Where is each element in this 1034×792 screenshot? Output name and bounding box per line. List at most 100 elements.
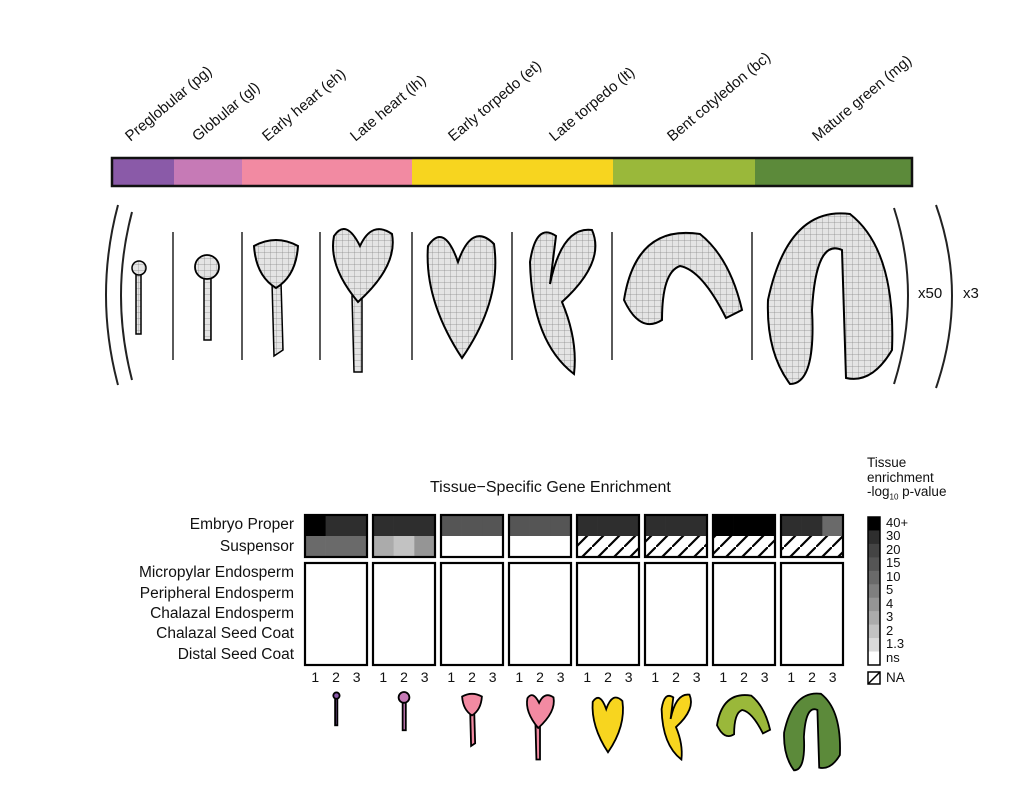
legend-level-label: 20 xyxy=(886,541,901,557)
heatmap-cell-lh-r2-c2 xyxy=(529,563,551,584)
heatmap-cell-eh-r4-c3 xyxy=(482,603,504,625)
heatmap-cell-et-r2-c1 xyxy=(577,563,598,584)
colorbar-seg-bc xyxy=(613,159,755,185)
heatmap-na-hatch xyxy=(645,536,707,557)
heatmap-cell-bc-r0-c3 xyxy=(754,515,776,536)
heatmap-cell-gl-r1-c1 xyxy=(373,536,394,557)
embryo-illustration-mg xyxy=(766,212,894,385)
heatmap-cell-bc-r4-c1 xyxy=(713,603,734,625)
heatmap-cell-bc-r0-c2 xyxy=(733,515,755,536)
heatmap-cell-gl-r2-c1 xyxy=(373,563,394,584)
embryo-illustration-pg xyxy=(131,260,147,335)
heatmap-cell-eh-r1-c2 xyxy=(461,536,483,557)
inner-left-bracket xyxy=(120,211,133,381)
heatmap-cell-gl-r3-c1 xyxy=(373,583,394,604)
heatmap-cell-lt-r6-c2 xyxy=(665,644,687,665)
mini-embryo-gl xyxy=(397,691,411,732)
replicate-number: 2 xyxy=(536,669,544,685)
heatmap-cell-et-r6-c3 xyxy=(618,644,640,665)
embryo-illustration-eh xyxy=(253,239,299,357)
multiplier-outer: x3 xyxy=(963,285,979,302)
heatmap-cell-gl-r3-c2 xyxy=(393,583,415,604)
heatmap-cell-mg-r6-c1 xyxy=(781,644,802,665)
replicate-number: 1 xyxy=(719,669,728,685)
replicate-number: 2 xyxy=(740,669,748,685)
embryo-illustration-lt xyxy=(529,228,597,375)
heatmap-cell-pg-r2-c2 xyxy=(325,563,347,584)
heatmap-cell-mg-r2-c3 xyxy=(822,563,844,584)
heatmap-cell-lh-r1-c2 xyxy=(529,536,551,557)
heatmap-cell-eh-r5-c3 xyxy=(482,624,504,645)
heatmap-cell-eh-r4-c1 xyxy=(441,603,462,625)
heatmap-cell-eh-r2-c2 xyxy=(461,563,483,584)
legend-swatch xyxy=(868,557,880,572)
heatmap xyxy=(303,513,845,667)
heatmap-cell-pg-r4-c3 xyxy=(346,603,368,625)
heatmap-cell-eh-r1-c1 xyxy=(441,536,462,557)
legend-level-label: 1.3 xyxy=(886,636,905,652)
heatmap-cell-pg-r5-c1 xyxy=(305,624,326,645)
heatmap-cell-eh-r5-c1 xyxy=(441,624,462,645)
heatmap-cell-eh-r3-c3 xyxy=(482,583,504,604)
heatmap-cell-gl-r4-c3 xyxy=(414,603,436,625)
stage-color-bar xyxy=(110,156,914,188)
heatmap-cell-gl-r3-c3 xyxy=(414,583,436,604)
heatmap-cell-mg-r3-c2 xyxy=(801,583,823,604)
heatmap-cell-bc-r5-c1 xyxy=(713,624,734,645)
heatmap-cell-et-r4-c3 xyxy=(618,603,640,625)
heatmap-cell-et-r4-c1 xyxy=(577,603,598,625)
heatmap-cell-pg-r0-c2 xyxy=(325,515,347,536)
legend-swatch xyxy=(868,517,880,531)
heatmap-cell-lh-r6-c1 xyxy=(509,644,530,665)
heatmap-block-endosperm-seedcoat xyxy=(711,561,777,667)
heatmap-cell-lh-r3-c3 xyxy=(550,583,572,604)
replicate-number: 1 xyxy=(787,669,796,685)
row-label: Suspensor xyxy=(219,538,294,555)
heatmap-block-endosperm-seedcoat xyxy=(371,561,437,667)
multiplier-inner: x50 xyxy=(918,285,943,302)
heatmap-cell-eh-r3-c2 xyxy=(461,583,483,604)
heatmap-cell-lt-r5-c1 xyxy=(645,624,666,645)
heatmap-cell-bc-r6-c3 xyxy=(754,644,776,665)
heatmap-cell-et-r6-c2 xyxy=(597,644,619,665)
heatmap-block-embryo xyxy=(371,513,437,559)
heatmap-cell-lh-r4-c1 xyxy=(509,603,530,625)
heatmap-cell-lh-r0-c2 xyxy=(529,515,551,536)
legend-swatch xyxy=(868,624,880,639)
replicate-number: 2 xyxy=(332,669,340,685)
heatmap-cell-mg-r4-c1 xyxy=(781,603,802,625)
row-label: Chalazal Seed Coat xyxy=(156,625,294,643)
mini-embryo-et xyxy=(591,696,624,754)
heatmap-cell-et-r0-c1 xyxy=(577,515,598,536)
heatmap-cell-bc-r5-c2 xyxy=(733,624,755,645)
heatmap-cell-lt-r0-c1 xyxy=(645,515,666,536)
heatmap-cell-gl-r2-c3 xyxy=(414,563,436,584)
heatmap-cell-lh-r6-c3 xyxy=(550,644,572,665)
heatmap-cell-bc-r4-c2 xyxy=(733,603,755,625)
replicate-number: 2 xyxy=(808,669,816,685)
legend-title-sub: 10 xyxy=(889,492,899,502)
heatmap-cell-lt-r0-c2 xyxy=(665,515,687,536)
heatmap-block-embryo xyxy=(507,513,573,559)
heatmap-cell-lt-r2-c2 xyxy=(665,563,687,584)
heatmap-block-embryo xyxy=(643,513,709,559)
heatmap-cell-bc-r3-c3 xyxy=(754,583,776,604)
heatmap-cell-pg-r4-c2 xyxy=(325,603,347,625)
heatmap-cell-lh-r5-c2 xyxy=(529,624,551,645)
heatmap-cell-bc-r3-c2 xyxy=(733,583,755,604)
embryo-illustration-gl xyxy=(194,254,220,341)
colorbar-seg-pg xyxy=(113,159,174,185)
heatmap-cell-lt-r2-c3 xyxy=(686,563,708,584)
legend-title-prefix: -log xyxy=(867,484,890,499)
heatmap-cell-pg-r0-c3 xyxy=(346,515,368,536)
heatmap-cell-lt-r0-c3 xyxy=(686,515,708,536)
heatmap-cell-lt-r3-c1 xyxy=(645,583,666,604)
heatmap-cell-lt-r4-c1 xyxy=(645,603,666,625)
heatmap-cell-lh-r3-c1 xyxy=(509,583,530,604)
heatmap-cell-pg-r6-c1 xyxy=(305,644,326,665)
